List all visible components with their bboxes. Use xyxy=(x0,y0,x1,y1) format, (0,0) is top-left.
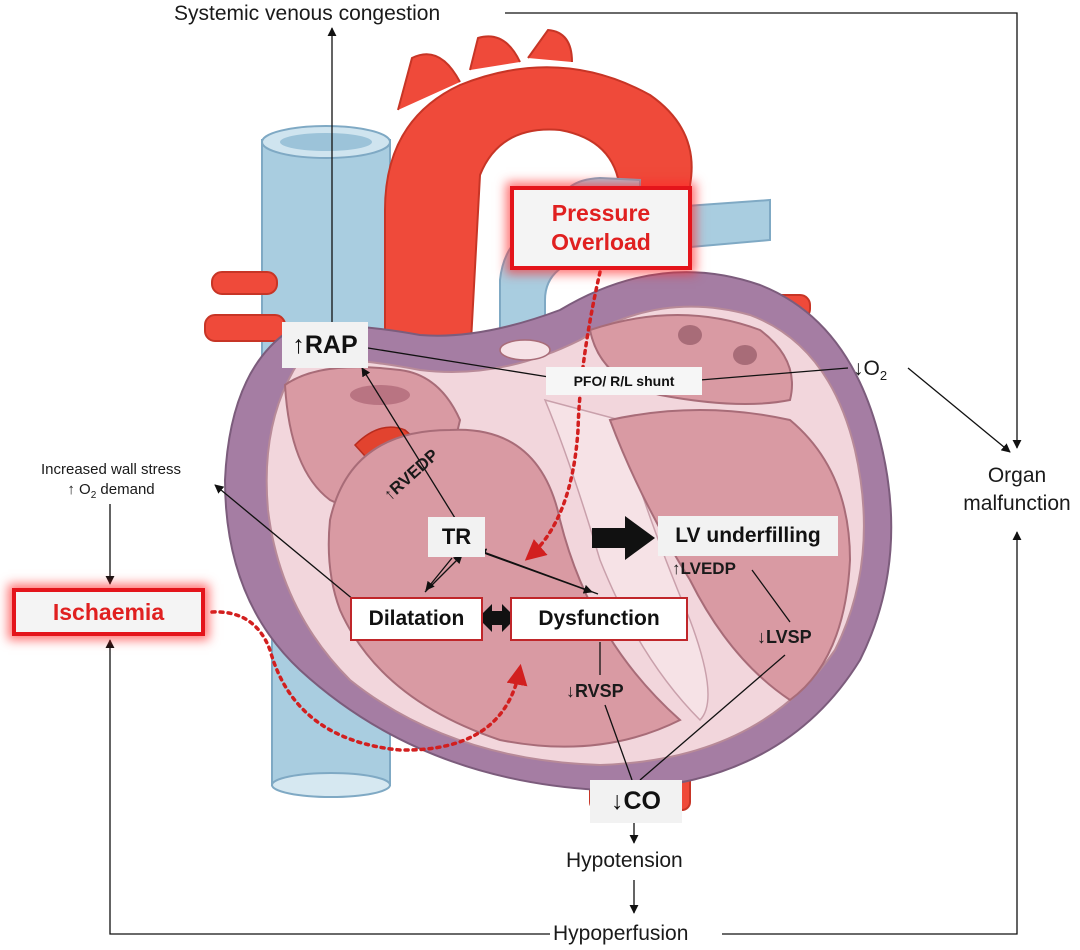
wall-stress-label: Increased wall stress ↑ O2 demand xyxy=(18,460,204,503)
line-lvedp-to-lvsp xyxy=(751,569,791,623)
organ-malfunction-line2: malfunction xyxy=(963,492,1071,516)
arrow-hypoperfusion-to-organ xyxy=(722,531,1022,935)
dotted-arrow-pressure-to-dysfunction xyxy=(524,270,602,561)
systemic-venous-congestion-label: Systemic venous congestion xyxy=(174,2,441,25)
pressure-overload-line1: Pressure xyxy=(551,200,651,227)
o2-text: ↓O xyxy=(853,357,880,380)
vessel-opening xyxy=(499,339,551,361)
right-ventricle xyxy=(327,428,682,748)
arrow-congestion-to-organ xyxy=(505,12,1022,449)
co-box: ↓CO xyxy=(590,780,682,823)
heart-illustration xyxy=(204,28,893,811)
pressure-overload-box: Pressure Overload xyxy=(510,186,692,270)
vessel-opening xyxy=(350,385,410,405)
block-arrow-right-icon xyxy=(592,516,655,560)
rvsp-label: ↓RVSP xyxy=(566,681,624,701)
arrow-tr-to-dysfunction xyxy=(469,547,593,594)
organ-malfunction-label: Organ malfunction xyxy=(952,462,1080,519)
line-lvsp-to-co xyxy=(639,654,786,781)
pressure-overload-line2: Overload xyxy=(551,229,651,255)
dotted-connectors xyxy=(210,270,602,752)
lv-underfilling-box: LV underfilling xyxy=(658,516,838,556)
lvsp-label: ↓LVSP xyxy=(757,627,812,647)
rap-box: ↑RAP xyxy=(282,322,368,368)
pfo-shunt-box: PFO/ R/L shunt xyxy=(546,367,702,395)
aorta xyxy=(384,28,693,361)
wall-stress-line1: Increased wall stress xyxy=(40,461,182,478)
o2-decrease-label: ↓O2 xyxy=(853,357,887,383)
arrow-o2-to-organ xyxy=(907,367,1011,453)
dysfunction-box: Dysfunction xyxy=(510,597,688,641)
organ-malfunction-line1: Organ xyxy=(987,464,1047,487)
hypotension-label: Hypotension xyxy=(566,849,683,872)
arrow-tr-to-dilatation xyxy=(425,557,453,591)
hypoperfusion-label: Hypoperfusion xyxy=(553,922,689,945)
arrow-tr-to-rap xyxy=(361,367,456,519)
arrow-dilatation-to-wall-stress xyxy=(214,484,361,606)
tr-box: TR xyxy=(428,517,485,557)
line-rvsp-to-co xyxy=(604,704,633,781)
o2-subscript: 2 xyxy=(879,368,888,384)
double-headed-arrow-icon xyxy=(478,604,516,632)
line-pfo-to-o2 xyxy=(699,367,849,381)
lvedp-label: ↑LVEDP xyxy=(672,559,736,578)
ischaemia-box: Ischaemia xyxy=(12,588,205,636)
dotted-arrow-ischaemia-to-dysfunction xyxy=(210,610,528,752)
pulmonary-vein-opening xyxy=(733,345,757,365)
line-rap-to-pfo xyxy=(367,347,556,379)
arrow-hypoperfusion-to-ischaemia xyxy=(105,639,550,935)
dilatation-box: Dilatation xyxy=(350,597,483,641)
connectors xyxy=(105,12,1022,935)
o2-demand-line: ↑ O2 demand xyxy=(67,481,155,502)
pulmonary-vein-opening xyxy=(678,325,702,345)
